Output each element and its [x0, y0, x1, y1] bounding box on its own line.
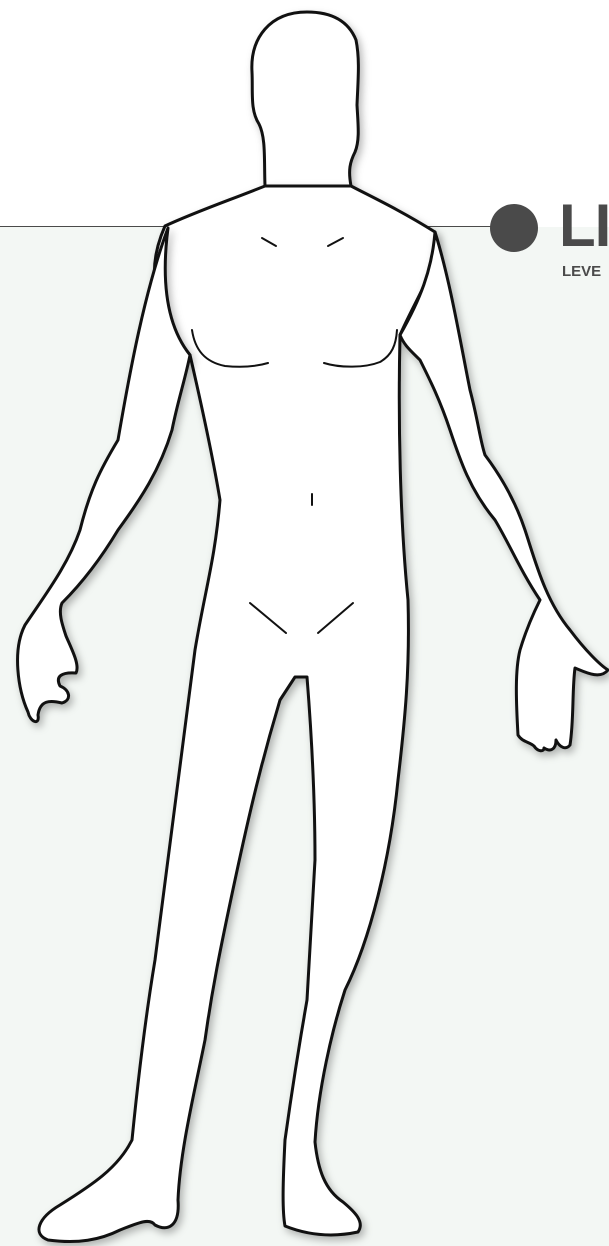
torso-legs-outline: [39, 186, 435, 1242]
head-outline: [252, 12, 359, 186]
left-arm-outline: [18, 228, 190, 722]
right-arm-outline: [400, 232, 608, 751]
